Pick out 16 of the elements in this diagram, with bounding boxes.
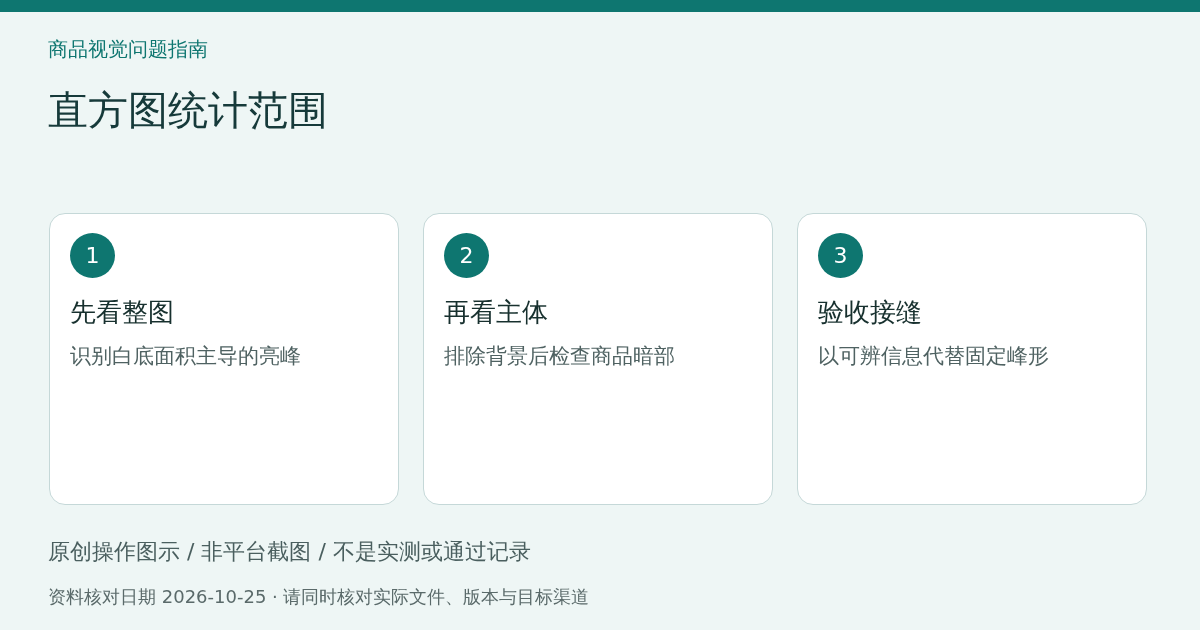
step-description: 排除背景后检查商品暗部: [444, 344, 675, 370]
date-note: 资料核对日期 2026-10-25 · 请同时核对实际文件、版本与目标渠道: [48, 585, 590, 609]
step-number: 2: [444, 233, 489, 278]
section-label: 商品视觉问题指南: [48, 36, 208, 63]
step-card: [49, 213, 399, 505]
disclaimer-note: 原创操作图示 / 非平台截图 / 不是实测或通过记录: [48, 538, 531, 566]
step-number: 1: [70, 233, 115, 278]
step-card: [797, 213, 1147, 505]
step-description: 以可辨信息代替固定峰形: [818, 344, 1049, 370]
step-heading: 再看主体: [444, 297, 548, 329]
page-title: 直方图统计范围: [48, 86, 328, 134]
step-description: 识别白底面积主导的亮峰: [70, 344, 301, 370]
step-card: [423, 213, 773, 505]
step-number: 3: [818, 233, 863, 278]
step-heading: 验收接缝: [818, 297, 922, 329]
step-heading: 先看整图: [70, 297, 174, 329]
